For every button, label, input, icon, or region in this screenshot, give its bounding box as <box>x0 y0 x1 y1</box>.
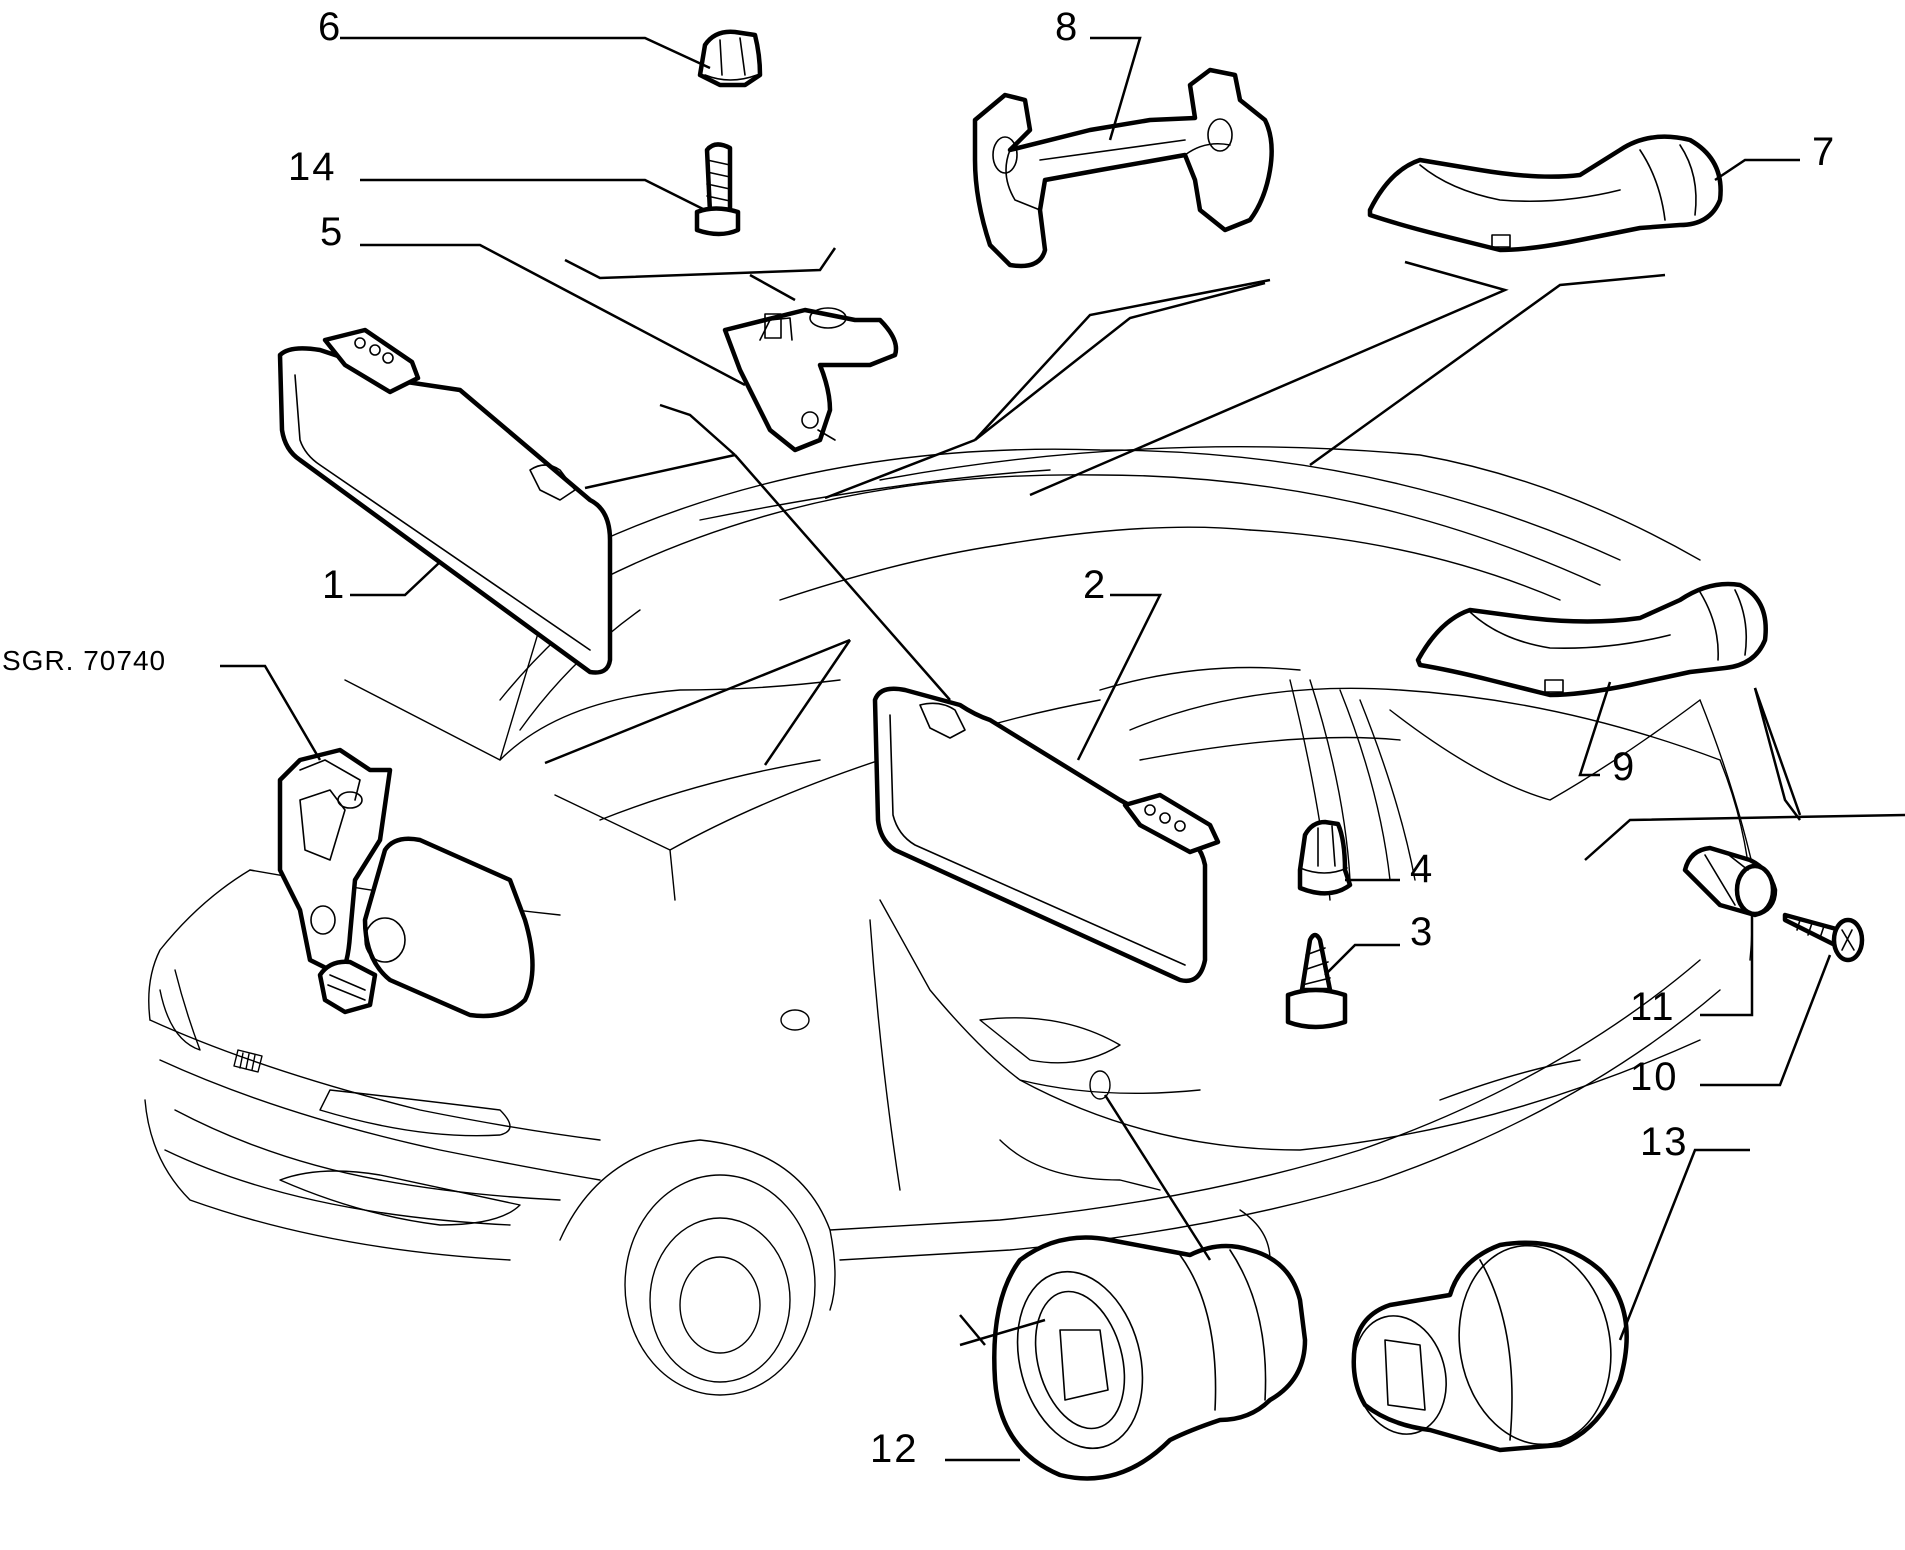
part-13-air-vent <box>1351 1240 1629 1453</box>
callout-8: 8 <box>1055 5 1079 49</box>
callout-3: 3 <box>1410 910 1434 954</box>
callout-9: 9 <box>1612 745 1636 789</box>
callout-6: 6 <box>318 5 342 49</box>
callout-4: 4 <box>1410 847 1434 891</box>
part-1-sun-visor-left <box>277 327 613 675</box>
reference-code-label: SGR. 70740 <box>2 645 166 676</box>
callout-13: 13 <box>1640 1120 1689 1164</box>
part-6-plug-cap <box>697 29 763 88</box>
part-3-screw <box>1285 932 1348 1030</box>
car-body-outline <box>144 445 1761 1396</box>
part-rearview-mirror <box>277 747 535 1019</box>
callout-7: 7 <box>1812 130 1836 174</box>
callout-1: 1 <box>322 563 346 607</box>
part-11-plug <box>1682 845 1778 918</box>
part-12-air-vent <box>992 1235 1308 1481</box>
part-7-grab-handle <box>1367 134 1723 253</box>
callout-14: 14 <box>288 145 337 189</box>
part-5-visor-bracket <box>722 307 899 453</box>
part-9-grab-handle <box>1415 581 1768 698</box>
part-2-sun-visor-right <box>872 686 1221 984</box>
callout-labels: 6 8 7 14 5 1 2 9 4 3 11 10 13 12 SGR. 70… <box>2 5 1836 1471</box>
part-10-screw <box>1782 912 1865 963</box>
part-4-plug <box>1297 819 1353 896</box>
callout-11: 11 <box>1630 985 1676 1029</box>
callout-2: 2 <box>1083 563 1107 607</box>
part-14-screw <box>694 142 741 237</box>
leader-lines <box>220 36 1905 1462</box>
callout-10: 10 <box>1630 1055 1679 1099</box>
part-8-grab-handle <box>972 67 1274 269</box>
callout-12: 12 <box>870 1427 919 1471</box>
callout-5: 5 <box>320 210 344 254</box>
